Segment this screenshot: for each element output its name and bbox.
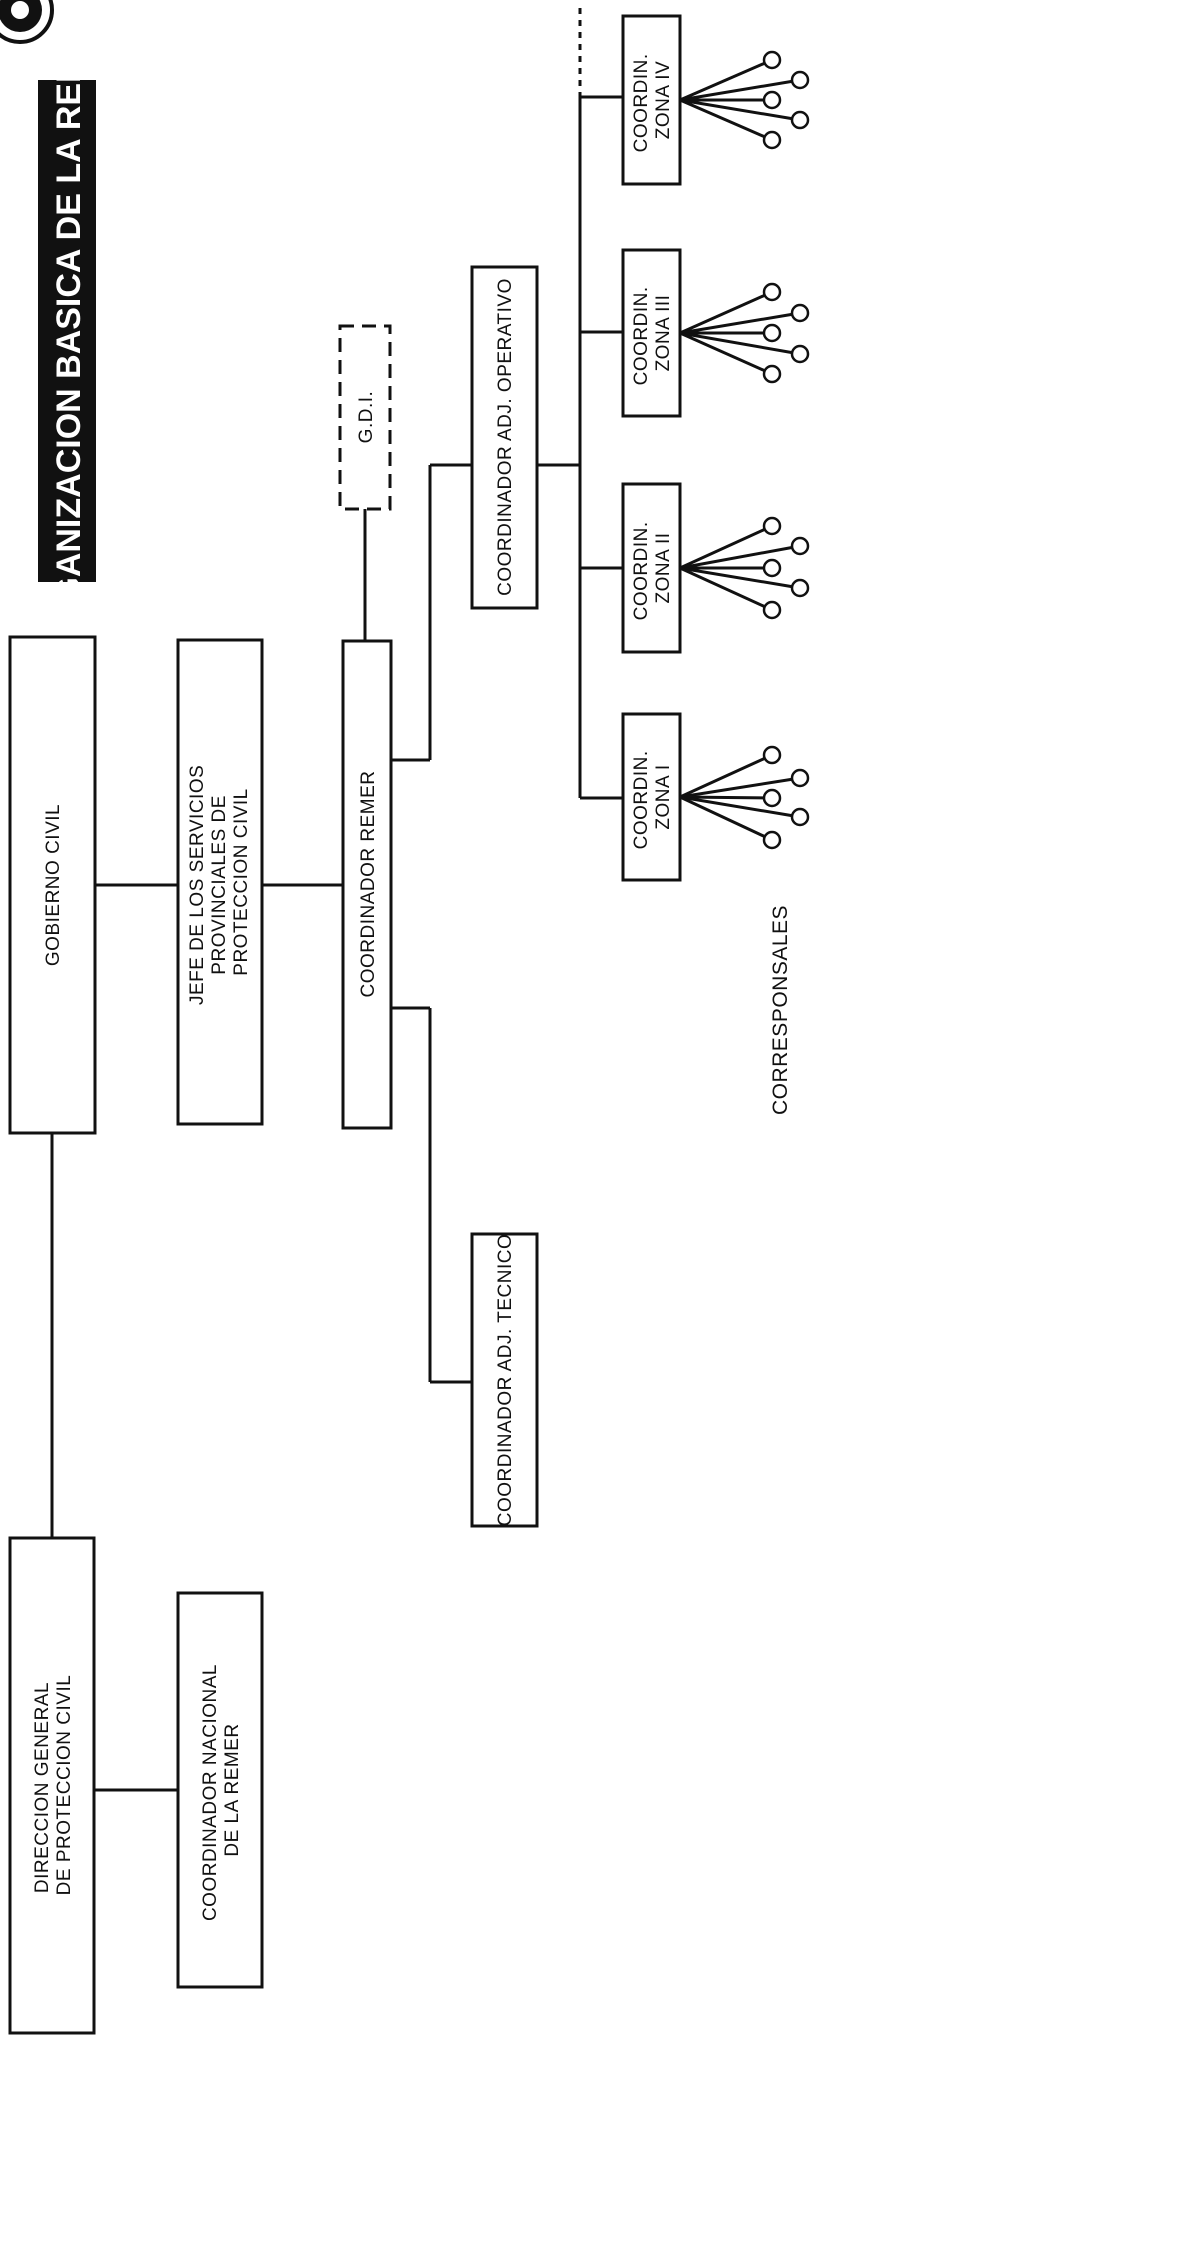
correspondent-node bbox=[762, 364, 782, 384]
node-zona-2: COORDIN. ZONA II bbox=[621, 482, 682, 654]
svg-text:COORDINADOR REMER: COORDINADOR REMER bbox=[358, 770, 379, 997]
correspondent-node bbox=[762, 323, 782, 343]
correspondent-node bbox=[762, 830, 782, 850]
correspondent-node bbox=[762, 600, 782, 620]
correspondent-fan-3 bbox=[679, 282, 810, 384]
correspondent-fan-4 bbox=[679, 50, 810, 150]
node-zona-4: COORDIN. ZONA IV bbox=[621, 14, 682, 186]
svg-text:GOBIERNO CIVIL: GOBIERNO CIVIL bbox=[43, 804, 64, 966]
node-label-line-1: COORDIN. bbox=[631, 286, 652, 385]
node-label-line-1: COORDIN. bbox=[631, 53, 652, 152]
correspondent-node bbox=[790, 70, 810, 90]
correspondent-node bbox=[762, 90, 782, 110]
correspondent-node bbox=[762, 745, 782, 765]
node-label: COORDINADOR REMER bbox=[358, 770, 379, 997]
node-jefe-servicios: JEFE DE LOS SERVICIOS PROVINCIALES DE PR… bbox=[176, 638, 264, 1126]
node-label-line-1: DIRECCION GENERAL bbox=[32, 1683, 53, 1894]
svg-text:COORDINADOR NACIONAL DE: COORDINADOR NACIONAL DE LA REMER bbox=[200, 1659, 243, 1921]
connectors bbox=[50, 8, 623, 1792]
correspondent-node bbox=[790, 578, 810, 598]
node-zona-1: COORDIN. ZONA I bbox=[621, 712, 682, 882]
node-label: GOBIERNO CIVIL bbox=[43, 804, 64, 966]
node-label-line-1: COORDIN. bbox=[631, 750, 652, 849]
correspondent-node bbox=[790, 768, 810, 788]
node-label: COORDINADOR ADJ. OPERATIVO bbox=[495, 278, 516, 596]
node-label-line-1: COORDINADOR NACIONAL bbox=[200, 1665, 221, 1921]
node-label-line-3: PROTECCION CIVIL bbox=[231, 788, 252, 975]
page-title: ORGANIZACION BASICA DE LA REMER bbox=[50, 7, 88, 654]
title-band: ORGANIZACION BASICA DE LA REMER bbox=[38, 7, 96, 655]
correspondent-node bbox=[790, 303, 810, 323]
node-gobierno-civil: GOBIERNO CIVIL bbox=[8, 635, 97, 1135]
node-coord-adj-operativo: COORDINADOR ADJ. OPERATIVO bbox=[470, 265, 539, 610]
correspondent-node bbox=[762, 282, 782, 302]
correspondent-node bbox=[762, 558, 782, 578]
node-label-line-2: PROVINCIALES DE bbox=[209, 795, 230, 975]
correspondent-node bbox=[762, 50, 782, 70]
node-label-line-2: DE PROTECCION CIVIL bbox=[54, 1675, 75, 1896]
node-label: COORDINADOR ADJ. TECNICO bbox=[495, 1234, 516, 1526]
node-label-line-2: ZONA III bbox=[653, 295, 674, 372]
svg-text:DIRECCION GENERAL DE PRO: DIRECCION GENERAL DE PROTECCION CIVIL bbox=[32, 1675, 75, 1896]
correspondent-node bbox=[762, 788, 782, 808]
node-label-line-2: ZONA IV bbox=[653, 61, 674, 139]
svg-text:COORDINADOR ADJ. TECNICO: COORDINADOR ADJ. TECNICO bbox=[495, 1234, 516, 1526]
svg-text:COORDIN. ZONA II: COORDIN. ZONA II bbox=[631, 516, 674, 621]
corresponsales-label: CORRESPONSALES bbox=[769, 905, 792, 1115]
node-coord-nacional: COORDINADOR NACIONAL DE LA REMER bbox=[176, 1591, 264, 1989]
node-direccion-general: DIRECCION GENERAL DE PROTECCION CIVIL bbox=[8, 1536, 96, 2035]
node-gdi: G.D.I. bbox=[338, 324, 392, 511]
node-label-line-2: DE LA REMER bbox=[222, 1723, 243, 1856]
node-label: G.D.I. bbox=[356, 391, 377, 444]
emblem-seal bbox=[0, 0, 54, 44]
correspondent-fan-1 bbox=[679, 745, 810, 850]
node-label-line-2: ZONA I bbox=[653, 764, 674, 829]
node-coordinador-remer: COORDINADOR REMER bbox=[341, 639, 393, 1130]
correspondent-node bbox=[762, 130, 782, 150]
svg-text:JEFE DE LOS SERVICIOS PR: JEFE DE LOS SERVICIOS PROVINCIALES DE PR… bbox=[187, 759, 252, 1005]
correspondent-node bbox=[762, 516, 782, 536]
correspondent-node bbox=[790, 110, 810, 130]
node-label-line-1: JEFE DE LOS SERVICIOS bbox=[187, 765, 208, 1005]
correspondent-fan-2 bbox=[679, 516, 810, 620]
svg-text:COORDIN. ZONA I: COORDIN. ZONA I bbox=[631, 745, 674, 850]
svg-text:COORDIN. ZONA IV: COORDIN. ZONA IV bbox=[631, 48, 674, 153]
node-label-line-2: ZONA II bbox=[653, 532, 674, 603]
node-coord-adj-tecnico: COORDINADOR ADJ. TECNICO bbox=[470, 1232, 539, 1528]
svg-text:COORDINADOR ADJ. OPERATIVO: COORDINADOR ADJ. OPERATIVO bbox=[495, 278, 516, 596]
correspondent-node bbox=[790, 536, 810, 556]
correspondent-node bbox=[790, 344, 810, 364]
correspondent-node bbox=[790, 807, 810, 827]
svg-text:COORDIN. ZONA III: COORDIN. ZONA III bbox=[631, 281, 674, 386]
node-zona-3: COORDIN. ZONA III bbox=[621, 248, 682, 418]
node-label-line-1: COORDIN. bbox=[631, 521, 652, 620]
svg-text:G.D.I.: G.D.I. bbox=[356, 391, 377, 444]
